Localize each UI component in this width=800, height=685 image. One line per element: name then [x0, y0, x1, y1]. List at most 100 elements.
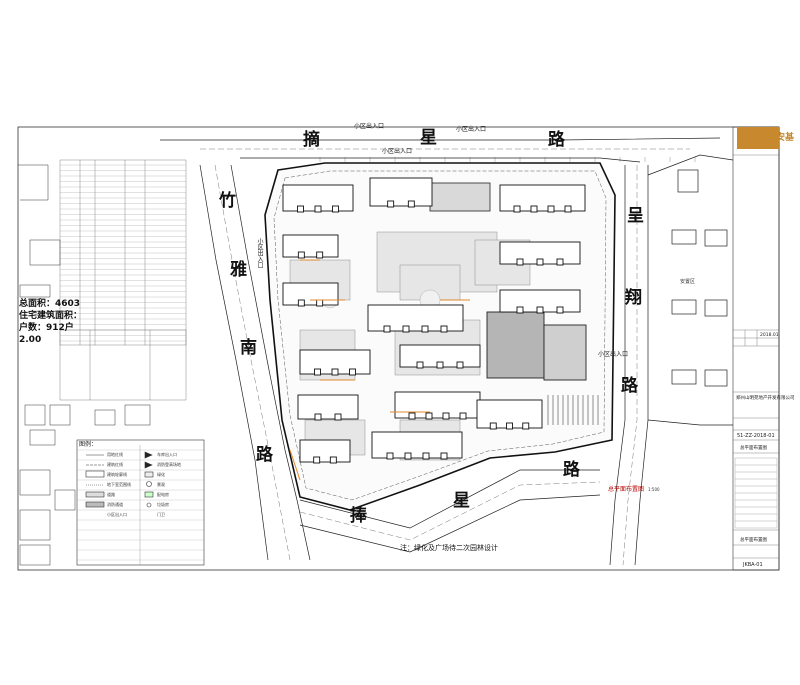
residential-building: [299, 439, 351, 463]
commercial-building: [429, 182, 587, 381]
building-core: [387, 200, 395, 208]
plan-scale: 1:500: [648, 487, 660, 492]
east-neighbor: [647, 154, 734, 426]
south-road-char-2: 星: [453, 491, 470, 511]
building-core: [556, 306, 564, 314]
legend-item-3: 建筑轮廓线: [107, 472, 127, 477]
overall-plan-caption: 总平面布置图: [608, 486, 645, 493]
building-core: [316, 251, 324, 259]
building-core: [536, 306, 544, 314]
entrance-label-north-left: 小区出入口: [382, 148, 413, 155]
title-block-grid: [733, 154, 779, 559]
building-core: [334, 413, 342, 421]
entrance-label-north: 小区出入口: [354, 123, 385, 130]
legend-item-6: 消防通道: [107, 502, 123, 507]
residential-building: [297, 394, 359, 420]
west-road-edges: [199, 164, 311, 561]
legend-item-13: 垃圾房: [157, 502, 169, 507]
north-road-char-3: 路: [548, 130, 565, 150]
building-core: [516, 306, 524, 314]
south-road-edges: [299, 469, 601, 553]
total-area-label: 总面积：4603: [19, 299, 81, 309]
residential-building: [367, 304, 464, 332]
sheet-title: 总平面布置图: [740, 446, 767, 451]
legend-title: 图例：: [79, 441, 98, 448]
residential-building: [282, 234, 339, 258]
building-core: [530, 205, 538, 213]
south-road-char-3: 路: [563, 460, 580, 480]
drawing-date: 2018.01: [760, 333, 779, 338]
residential-building: [394, 391, 481, 419]
building-core: [349, 368, 356, 376]
building-core: [314, 413, 322, 421]
plot-ratio: 2.00: [19, 335, 42, 345]
building-core: [516, 258, 524, 266]
entrance-label-east: 小区出入口: [598, 351, 629, 358]
building-core: [332, 205, 339, 213]
building-core: [556, 258, 564, 266]
building-core: [407, 200, 415, 208]
building-core: [404, 452, 412, 460]
residential-area-label: 住宅建筑面积：: [19, 311, 83, 321]
legend-item-10: 绿化: [157, 472, 165, 477]
dimension-ticks: [319, 157, 696, 162]
company-subtitle: 建筑设计有限公司: [750, 142, 778, 146]
building-core: [489, 422, 497, 430]
legend-item-9: 消防登高场地: [157, 462, 181, 467]
legend-item-8: 车库出入口: [157, 452, 177, 457]
sheet-code: JKBA-01: [743, 562, 763, 568]
building-core: [386, 452, 394, 460]
legend-item-12: 配电房: [157, 492, 169, 497]
building-core: [329, 456, 337, 464]
sheet-title-lower: 总平面布置图: [740, 538, 767, 543]
north-road-char-1: 摘: [303, 130, 320, 150]
west-road-char-1: 竹: [219, 191, 236, 211]
title-block-rows: [734, 457, 778, 529]
parking-stalls: [547, 395, 599, 425]
company-name: 長晟安基: [758, 133, 795, 143]
building-core: [564, 205, 572, 213]
lower-index-table: [59, 329, 187, 401]
east-road-char-1: 呈: [627, 206, 644, 226]
building-core: [513, 205, 521, 213]
legend-item-11: 景观: [157, 482, 165, 487]
north-road-char-2: 星: [420, 128, 437, 148]
building-core: [297, 251, 305, 259]
legend-item-2: 建筑红线: [107, 462, 123, 467]
building-line: [273, 170, 607, 501]
legend-item-5: 道路: [107, 492, 115, 497]
east-road-char-2: 翔: [625, 288, 642, 308]
building-core: [314, 368, 321, 376]
resettlement-area-label: 安置区: [680, 279, 696, 285]
household-count: 户数：912户: [19, 323, 74, 333]
building-core: [316, 299, 324, 307]
building-core: [416, 361, 424, 369]
fire-access-markers: [289, 259, 470, 481]
south-road-char-1: 捧: [350, 506, 367, 526]
residential-building: [499, 184, 586, 212]
building-core: [436, 361, 444, 369]
entrance-label-west: 小区出入口: [256, 238, 263, 268]
building-core: [440, 325, 448, 333]
project-name: 郑州山明苑地产开发有限公司: [736, 396, 795, 401]
building-core: [522, 422, 530, 430]
building-core: [314, 205, 322, 213]
legend-item-7: 小区出入口: [107, 512, 127, 517]
building-core: [440, 452, 448, 460]
residential-building: [369, 177, 433, 207]
green-space-note: 注：绿化及广场待二次园林设计: [400, 544, 498, 552]
building-core: [506, 422, 513, 430]
legend-item-4: 地下室范围线: [107, 482, 131, 487]
west-road-char-3: 南: [240, 338, 257, 358]
building-core: [402, 325, 410, 333]
legend-item-14: 门卫: [157, 512, 165, 517]
west-neighbor-buildings: [18, 164, 151, 566]
building-core: [456, 361, 464, 369]
legend-item-1: 用地红线: [107, 452, 123, 457]
building-core: [547, 205, 555, 213]
residential-building: [282, 282, 339, 306]
building-core: [459, 412, 467, 420]
building-core: [408, 412, 416, 420]
east-road-edges: [609, 165, 649, 566]
